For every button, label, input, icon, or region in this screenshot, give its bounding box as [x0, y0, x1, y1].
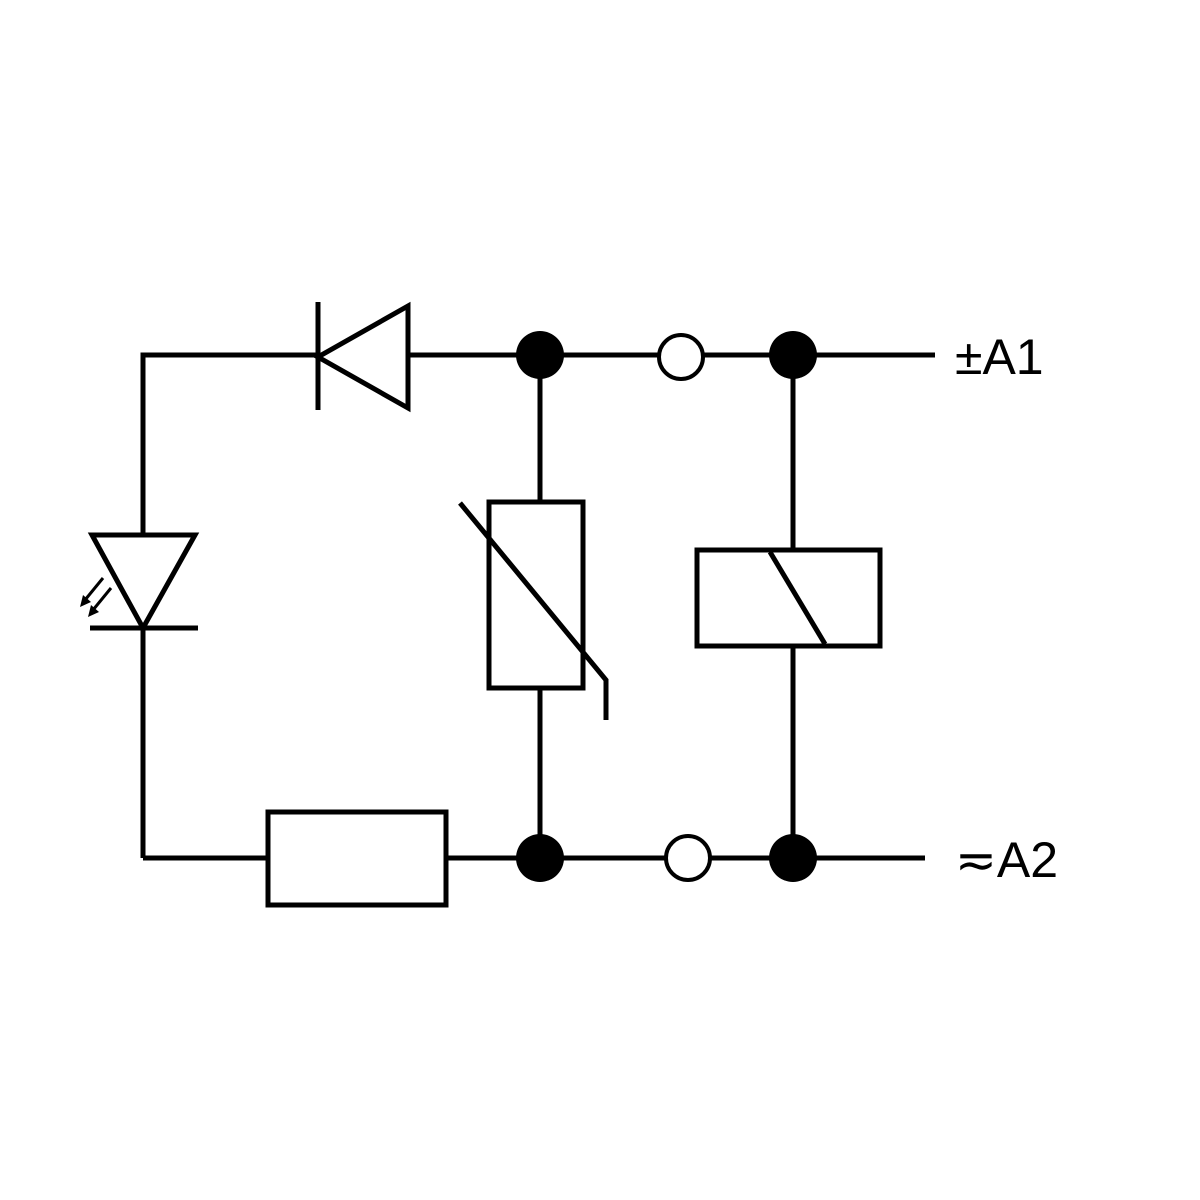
- relay-coil: [694, 547, 883, 649]
- open-terminal: [664, 834, 712, 882]
- varistor-nonlinear-mark: [458, 501, 609, 720]
- terminal-label-a1: ±A1: [955, 329, 1044, 385]
- open-terminals: [657, 333, 712, 882]
- series-resistor: [265, 809, 449, 908]
- series-diode: [312, 301, 411, 413]
- light-emission-arrows: [80, 577, 113, 617]
- junction-dot: [769, 834, 817, 882]
- junction-dot: [516, 834, 564, 882]
- junction-dot: [516, 331, 564, 379]
- relay-coil-mark: [767, 550, 828, 646]
- varistor-branch: [458, 355, 609, 858]
- junctions: [516, 331, 817, 882]
- terminal-label-a2: ≂A2: [955, 832, 1058, 888]
- led-indicator: [80, 532, 200, 634]
- relay-coil-branch: [694, 355, 883, 858]
- junction-dot: [769, 331, 817, 379]
- open-terminal: [657, 333, 705, 381]
